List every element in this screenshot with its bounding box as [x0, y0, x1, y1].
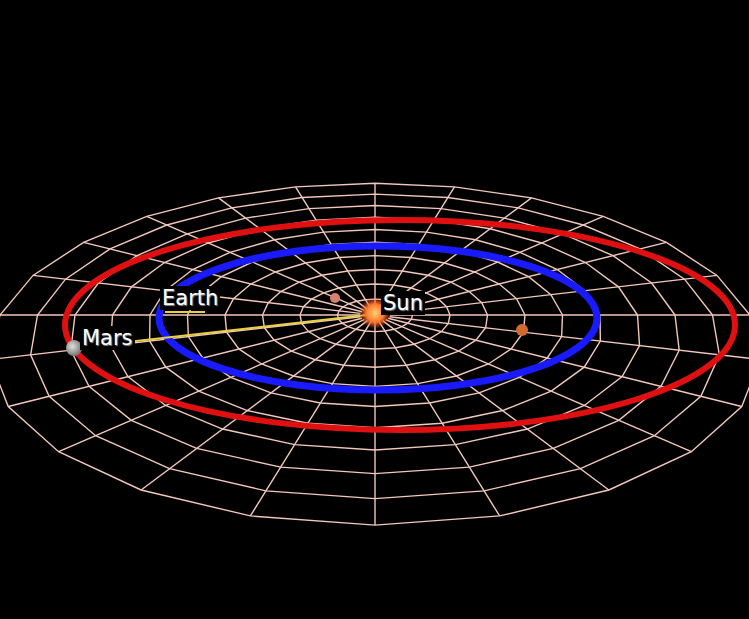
grid-spoke	[374, 322, 375, 526]
grid-ring	[0, 183, 749, 525]
planet-dot	[516, 324, 528, 336]
earth-marker	[165, 311, 205, 313]
star-label: Sun	[381, 291, 425, 315]
polar-grid	[0, 183, 749, 525]
mars-orbit	[65, 220, 735, 430]
grid-spoke	[84, 242, 362, 311]
grid-spoke	[389, 275, 717, 313]
grid-spoke	[8, 318, 362, 406]
grid-spoke	[0, 314, 360, 315]
planet-label: Earth	[160, 286, 220, 310]
grid-spoke	[388, 242, 666, 311]
grid-spoke	[390, 314, 749, 315]
grid-spoke	[388, 318, 742, 406]
planet-dot	[330, 293, 340, 303]
planet-label: Mars	[80, 326, 135, 350]
grid-spoke	[379, 321, 500, 516]
earth-orbit	[159, 246, 597, 390]
